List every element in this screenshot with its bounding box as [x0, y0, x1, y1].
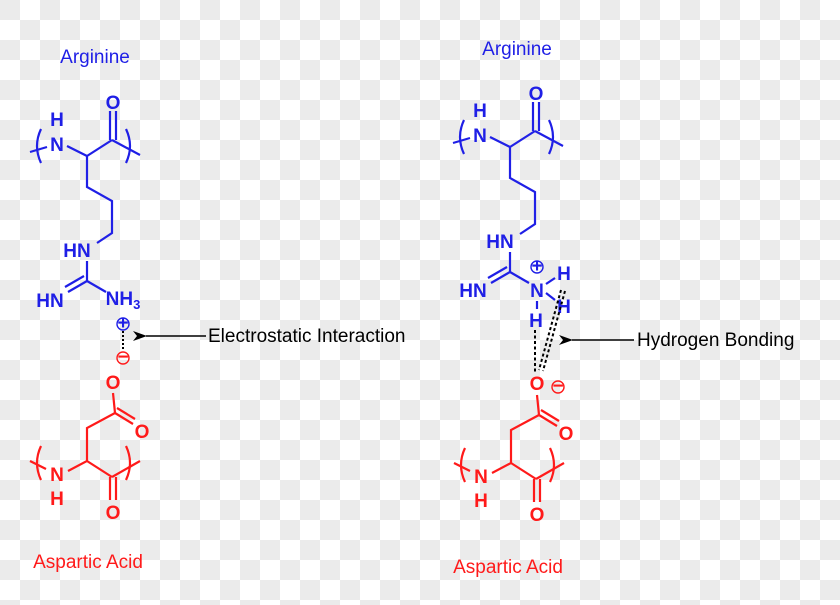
atom-h: H [529, 311, 543, 332]
atom-hn: HN [486, 232, 513, 253]
arginine-structure-right: H N O HN HN N + H H H [452, 84, 571, 332]
atom-h: H [50, 489, 64, 510]
atom-o: O [106, 503, 121, 524]
aspartic-label-left: Aspartic Acid [33, 552, 143, 573]
positive-charge: + [117, 313, 128, 334]
atom-o: O [529, 84, 544, 105]
atom-h: H [50, 110, 64, 131]
aspartic-structure-left: − O O N H O [29, 347, 150, 524]
atom-h: H [474, 491, 488, 512]
arginine-label-left: Arginine [60, 47, 130, 68]
atom-o: O [530, 374, 545, 395]
hydrogen-bonds [534, 289, 566, 373]
arginine-label-right: Arginine [482, 39, 552, 60]
negative-charge: − [552, 376, 563, 397]
atom-hn: HN [63, 241, 90, 262]
atom-o: O [559, 424, 574, 445]
aspartic-label-right: Aspartic Acid [453, 557, 563, 578]
negative-charge: − [117, 347, 128, 368]
atom-o: O [106, 93, 121, 114]
atom-imine-hn: HN [36, 291, 63, 312]
atom-h: H [557, 264, 571, 285]
arginine-structure-left: H N O HN HN NH3 + [29, 93, 141, 334]
atom-n: N [474, 467, 488, 488]
atom-h: H [557, 297, 571, 318]
atom-n: N [50, 465, 64, 486]
atom-h: H [473, 101, 487, 122]
atom-o: O [106, 373, 121, 394]
atom-nh3: NH3 [106, 289, 141, 312]
aspartic-structure-right: O − O N H O [453, 374, 574, 526]
positive-charge: + [531, 256, 542, 277]
atom-n: N [473, 126, 487, 147]
electrostatic-annotation: Electrostatic Interaction [208, 326, 405, 347]
atom-n: N [50, 135, 64, 156]
atom-imine-hn: HN [459, 281, 486, 302]
atom-n-plus: N [530, 281, 544, 302]
hydrogen-bonding-annotation: Hydrogen Bonding [637, 330, 794, 351]
atom-o: O [530, 505, 545, 526]
atom-o: O [135, 422, 150, 443]
